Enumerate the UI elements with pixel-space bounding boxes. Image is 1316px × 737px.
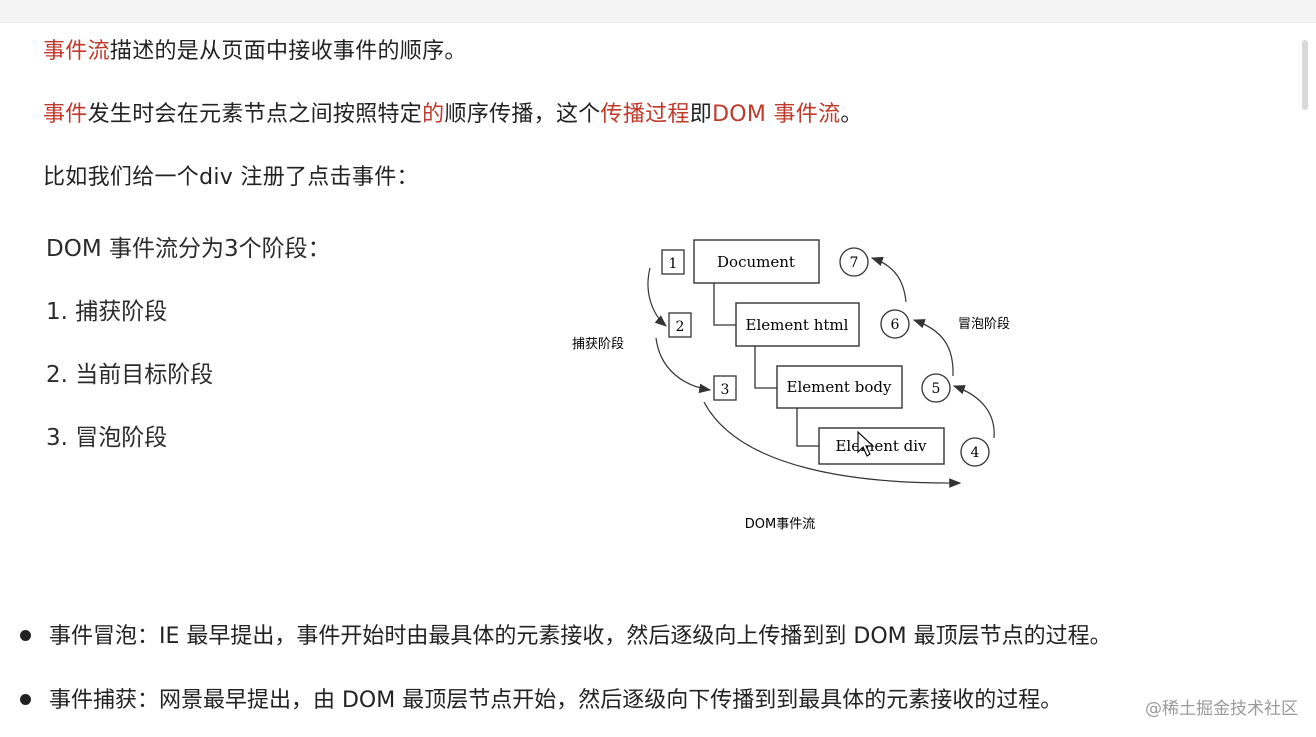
- svg-text:3: 3: [721, 382, 730, 398]
- capture-arrow-1-2: [647, 267, 667, 327]
- box-document: Document: [693, 239, 820, 284]
- connector-body-div: [796, 408, 819, 447]
- mouse-cursor-icon: [857, 430, 875, 457]
- intro-line-2-text-c: 即: [689, 102, 713, 127]
- intro-line-2-red-propagation: 传播过程: [600, 102, 690, 127]
- bubble-arrow-5-6: [912, 319, 954, 377]
- bullet-event-bubbling: 事件冒泡：IE 最早提出，事件开始时由最具体的元素接收，然后逐级向上传播到到 D…: [20, 618, 1112, 650]
- connector-html-body: [754, 346, 777, 389]
- top-bar: [0, 0, 1316, 23]
- step-2-square: 2: [668, 312, 692, 338]
- svg-text:4: 4: [971, 445, 980, 461]
- bullet-event-bubbling-text: 事件冒泡：IE 最早提出，事件开始时由最具体的元素接收，然后逐级向上传播到到 D…: [49, 624, 1112, 649]
- bullet-event-capturing-text: 事件捕获：网景最早提出，由 DOM 最顶层节点开始，然后逐级向下传播到到最具体的…: [49, 688, 1063, 713]
- intro-line-2-text-d: 。: [840, 102, 863, 127]
- phase-item-bubble: 3. 冒泡阶段: [46, 425, 168, 451]
- svg-text:5: 5: [932, 381, 941, 397]
- capture-arrow-3-4: [703, 401, 962, 488]
- step-4-circle: 4: [960, 437, 990, 467]
- diagram-caption: DOM事件流: [745, 517, 815, 532]
- bullet-event-capturing: 事件捕获：网景最早提出，由 DOM 最顶层节点开始，然后逐级向下传播到到最具体的…: [20, 682, 1062, 714]
- intro-line-3: 比如我们给一个div 注册了点击事件：: [43, 165, 419, 190]
- step-1-square: 1: [661, 249, 685, 275]
- svg-text:7: 7: [850, 255, 859, 271]
- dom-event-flow-diagram: Document Element html Element body Eleme…: [572, 239, 1010, 532]
- intro-highlight-event-flow: 事件流: [43, 39, 110, 64]
- capture-arrow-2-3: [655, 337, 712, 394]
- intro-line-2-red-dom-flow: DOM 事件流: [712, 102, 841, 127]
- bubble-phase-label: 冒泡阶段: [958, 317, 1010, 332]
- svg-text:1: 1: [669, 256, 678, 272]
- box-element-div: Element div: [818, 427, 945, 465]
- svg-text:Document: Document: [717, 253, 795, 271]
- scrollbar[interactable]: [1302, 40, 1308, 110]
- svg-text:6: 6: [891, 317, 900, 333]
- bubble-arrow-4-5: [952, 385, 995, 439]
- intro-line-2-red-event: 事件: [43, 102, 88, 127]
- svg-text:2: 2: [676, 319, 685, 335]
- bullet-dot-icon: [20, 693, 31, 705]
- intro-line-2-text-b: 顺序传播，这个: [444, 102, 601, 127]
- box-element-body: Element body: [776, 365, 903, 409]
- box-element-html: Element html: [735, 302, 860, 347]
- svg-text:Element div: Element div: [835, 437, 927, 455]
- phases-heading: DOM 事件流分为3个阶段：: [46, 236, 331, 262]
- phase-item-capture: 1. 捕获阶段: [46, 299, 168, 325]
- intro-line-2-text-a: 发生时会在元素节点之间按照特定: [87, 102, 423, 127]
- phase-item-target: 2. 当前目标阶段: [46, 362, 214, 388]
- svg-text:Element html: Element html: [746, 316, 849, 334]
- intro-line-2-red-de: 的: [422, 102, 445, 127]
- bullet-dot-icon: [20, 629, 31, 641]
- connector-document-html: [713, 283, 736, 326]
- bubble-arrow-6-7: [870, 256, 907, 303]
- watermark: @稀土掘金技术社区: [1145, 699, 1298, 719]
- intro-line-1-text: 描述的是从页面中接收事件的顺序。: [109, 39, 467, 64]
- step-6-circle: 6: [880, 309, 910, 339]
- capture-phase-label: 捕获阶段: [572, 336, 624, 352]
- svg-text:Element body: Element body: [787, 378, 892, 396]
- step-3-square: 3: [713, 375, 737, 401]
- intro-line-2: 事件发生时会在元素节点之间按照特定的顺序传播，这个传播过程即DOM 事件流。: [43, 96, 863, 128]
- step-5-circle: 5: [921, 373, 951, 403]
- intro-line-1: 事件流描述的是从页面中接收事件的顺序。: [43, 33, 467, 65]
- step-7-circle: 7: [839, 247, 869, 277]
